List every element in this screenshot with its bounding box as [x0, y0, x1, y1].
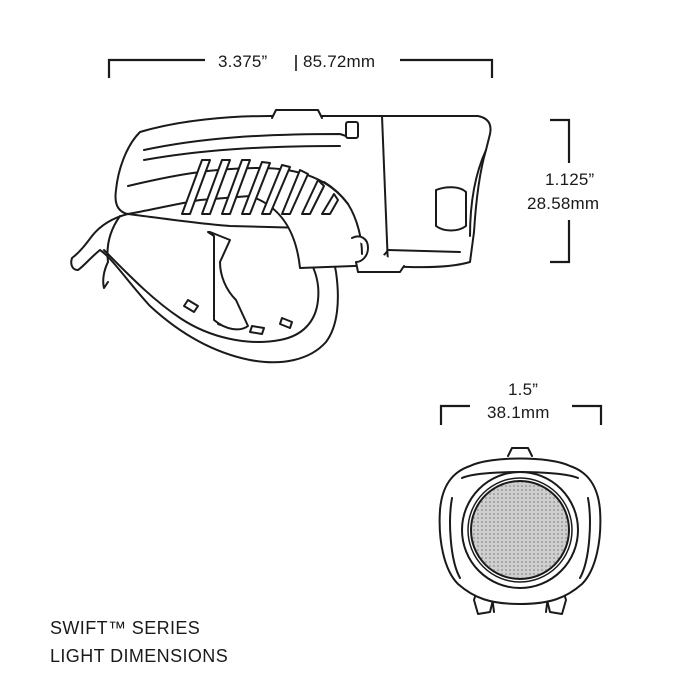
height-mm-label: 28.58mm — [527, 194, 600, 213]
light-front-view — [438, 447, 602, 615]
length-inches-label: 3.375” — [218, 52, 268, 71]
caption-line-1: SWIFT™ SERIES — [50, 618, 201, 638]
caption-line-2: LIGHT DIMENSIONS — [50, 646, 229, 666]
length-mm-label: 85.72mm — [303, 52, 376, 71]
width-inches-label: 1.5” — [508, 380, 539, 399]
vent-slots — [181, 159, 339, 215]
width-dimension-bracket — [439, 404, 603, 425]
length-dimension-bracket — [107, 55, 494, 78]
front-lens — [470, 480, 570, 580]
height-dimension-bracket — [550, 118, 571, 264]
light-side-view — [70, 109, 492, 364]
width-mm-label: 38.1mm — [487, 403, 550, 422]
height-inches-label: 1.125” — [545, 170, 595, 189]
